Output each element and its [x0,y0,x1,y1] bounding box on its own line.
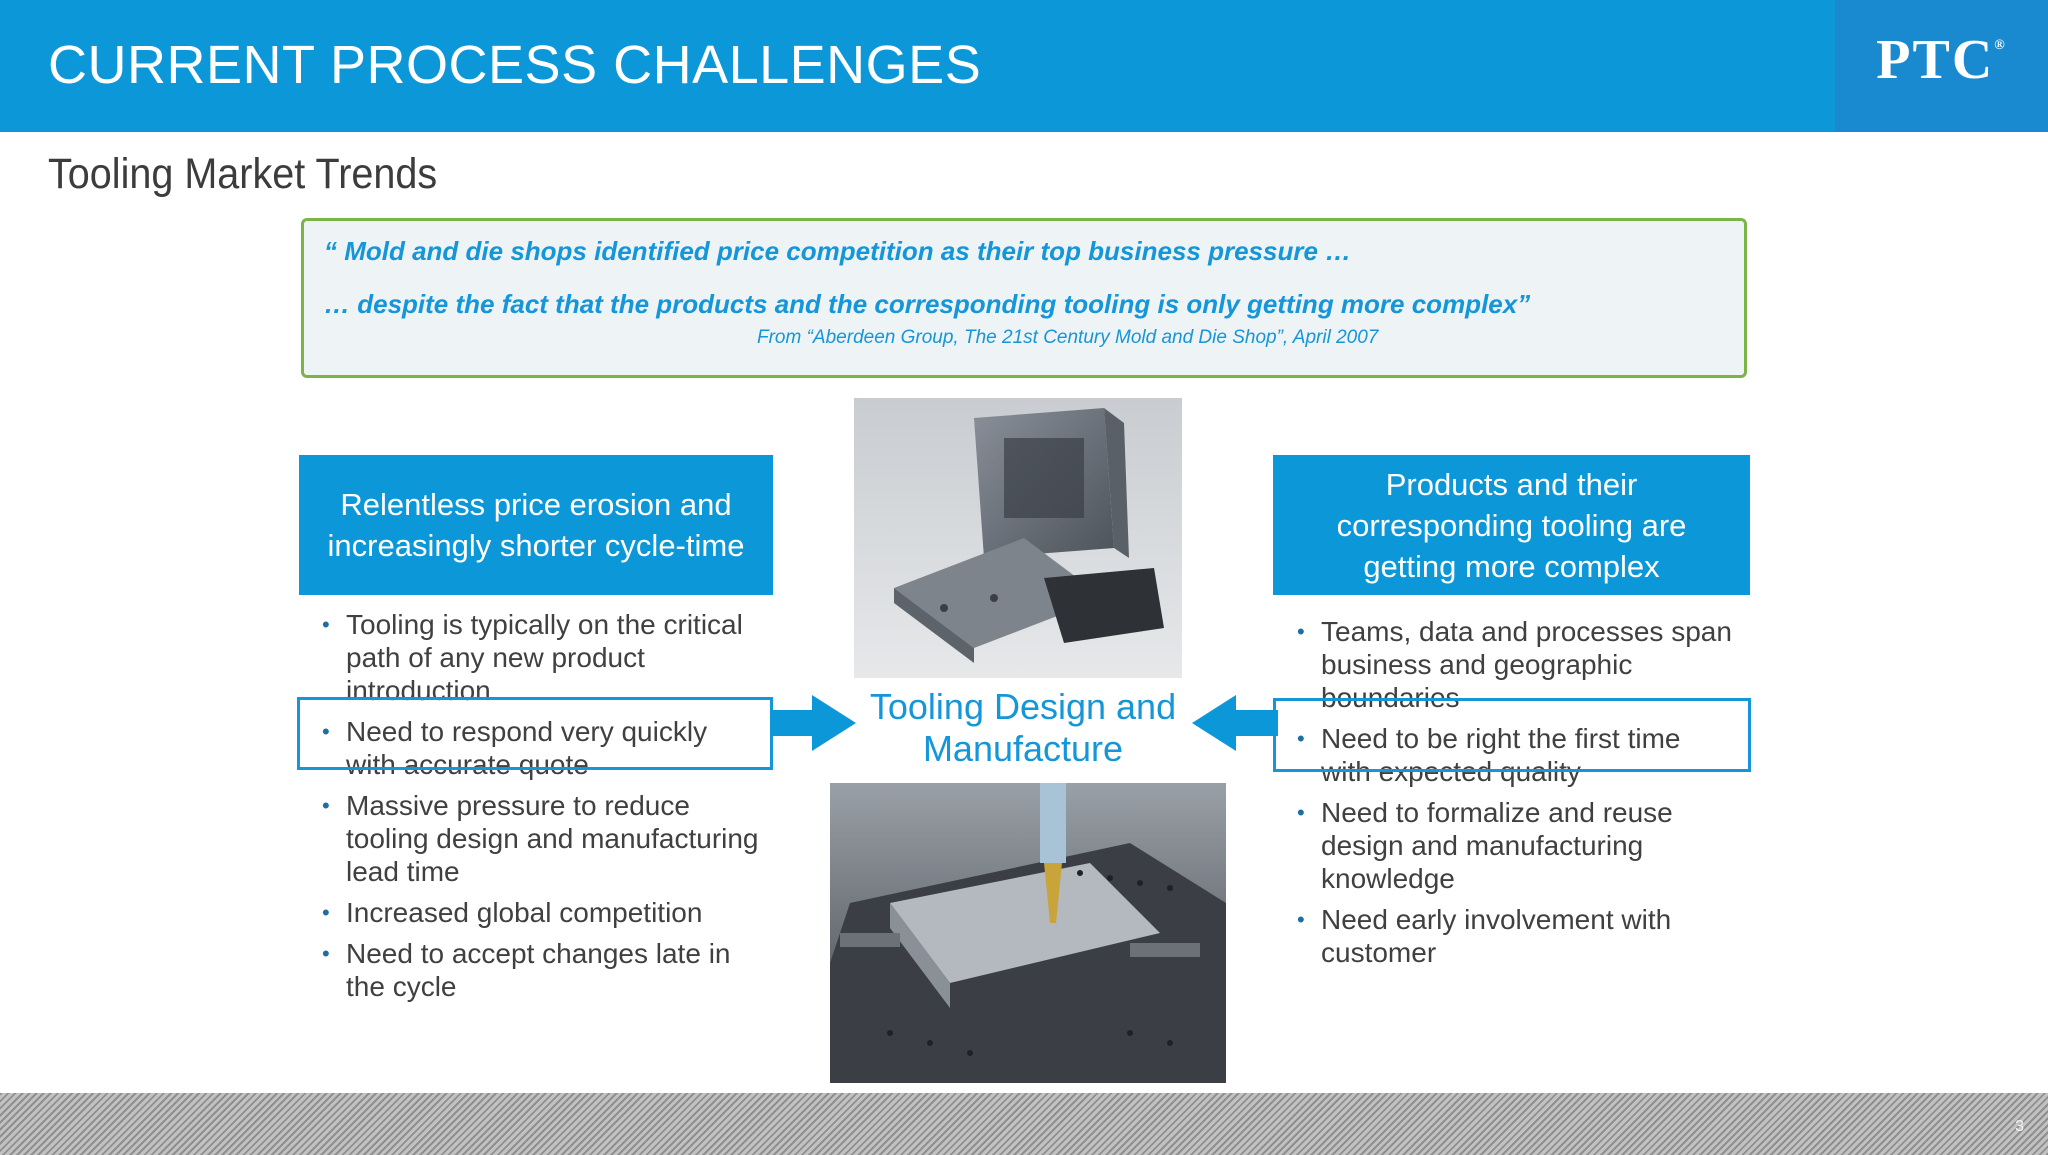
bullet-text: Increased global competition [346,897,703,928]
arrow-left-icon [1192,695,1278,751]
list-item: • Tooling is typically on the critical pa… [321,608,761,707]
bullet-text: Need to formalize and reuse design and m… [1321,797,1673,894]
bullet-icon: • [322,719,330,744]
left-heading: Relentless price erosion and increasingl… [327,487,745,563]
logo-wordmark: PTC [1876,29,1995,91]
bullet-text: Need early involvement with customer [1321,904,1672,968]
slide-subtitle: Tooling Market Trends [48,150,438,198]
bullet-text: Teams, data and processes span business … [1321,616,1732,713]
quote-box: “ Mold and die shops identified price co… [301,218,1747,378]
highlight-frame-right [1273,698,1751,772]
bullet-icon: • [322,793,330,818]
right-heading-box: Products and their corresponding tooling… [1273,455,1750,595]
cnc-machining-image [830,783,1226,1083]
footer-stripe-bar [0,1093,2048,1155]
bullet-text: Massive pressure to reduce tooling desig… [346,790,759,887]
registered-mark: ® [1994,38,2007,53]
bullet-icon: • [1297,619,1305,644]
right-bullet-list: • Teams, data and processes span business… [1296,615,1736,977]
arrow-right-icon [770,695,856,751]
bullet-icon: • [1297,800,1305,825]
logo-text: PTC® [1835,28,2048,92]
bullet-text: Need to accept changes late in the cycle [346,938,731,1002]
list-item: • Need to accept changes late in the cycl… [321,937,761,1003]
quote-line-1: “ Mold and die shops identified price co… [324,236,1352,266]
list-item: • Need early involvement with customer [1296,903,1736,969]
highlight-frame-left [297,697,773,770]
left-bullet-list: • Tooling is typically on the critical pa… [321,608,761,1011]
list-item: • Need to formalize and reuse design and … [1296,796,1736,895]
mold-die-image [854,398,1182,678]
center-title: Tooling Design and Manufacture [869,686,1177,769]
list-item: • Need to respond very quickly with accur… [321,715,761,781]
list-item: • Teams, data and processes span business… [1296,615,1736,714]
bullet-text: Need to respond very quickly with accura… [346,716,708,780]
list-item: • Increased global competition [321,896,761,929]
list-item: • Massive pressure to reduce tooling desi… [321,789,761,888]
bullet-icon: • [1297,907,1305,932]
page-number: 3 [2015,1118,2024,1135]
bullet-text: Tooling is typically on the critical pat… [346,609,743,706]
bullet-icon: • [322,900,330,925]
bullet-icon: • [1297,726,1305,751]
ptc-logo: PTC® [1835,0,2048,132]
bullet-icon: • [322,941,330,966]
slide-title: CURRENT PROCESS CHALLENGES [48,35,982,95]
bullet-icon: • [322,612,330,637]
quote-line-2: … despite the fact that the products and… [324,289,1531,319]
quote-source: From “Aberdeen Group, The 21st Century M… [757,327,1379,348]
right-heading: Products and their corresponding tooling… [1336,466,1687,584]
left-heading-box: Relentless price erosion and increasingl… [299,455,773,595]
header-bar: CURRENT PROCESS CHALLENGES PTC® [0,0,2048,132]
